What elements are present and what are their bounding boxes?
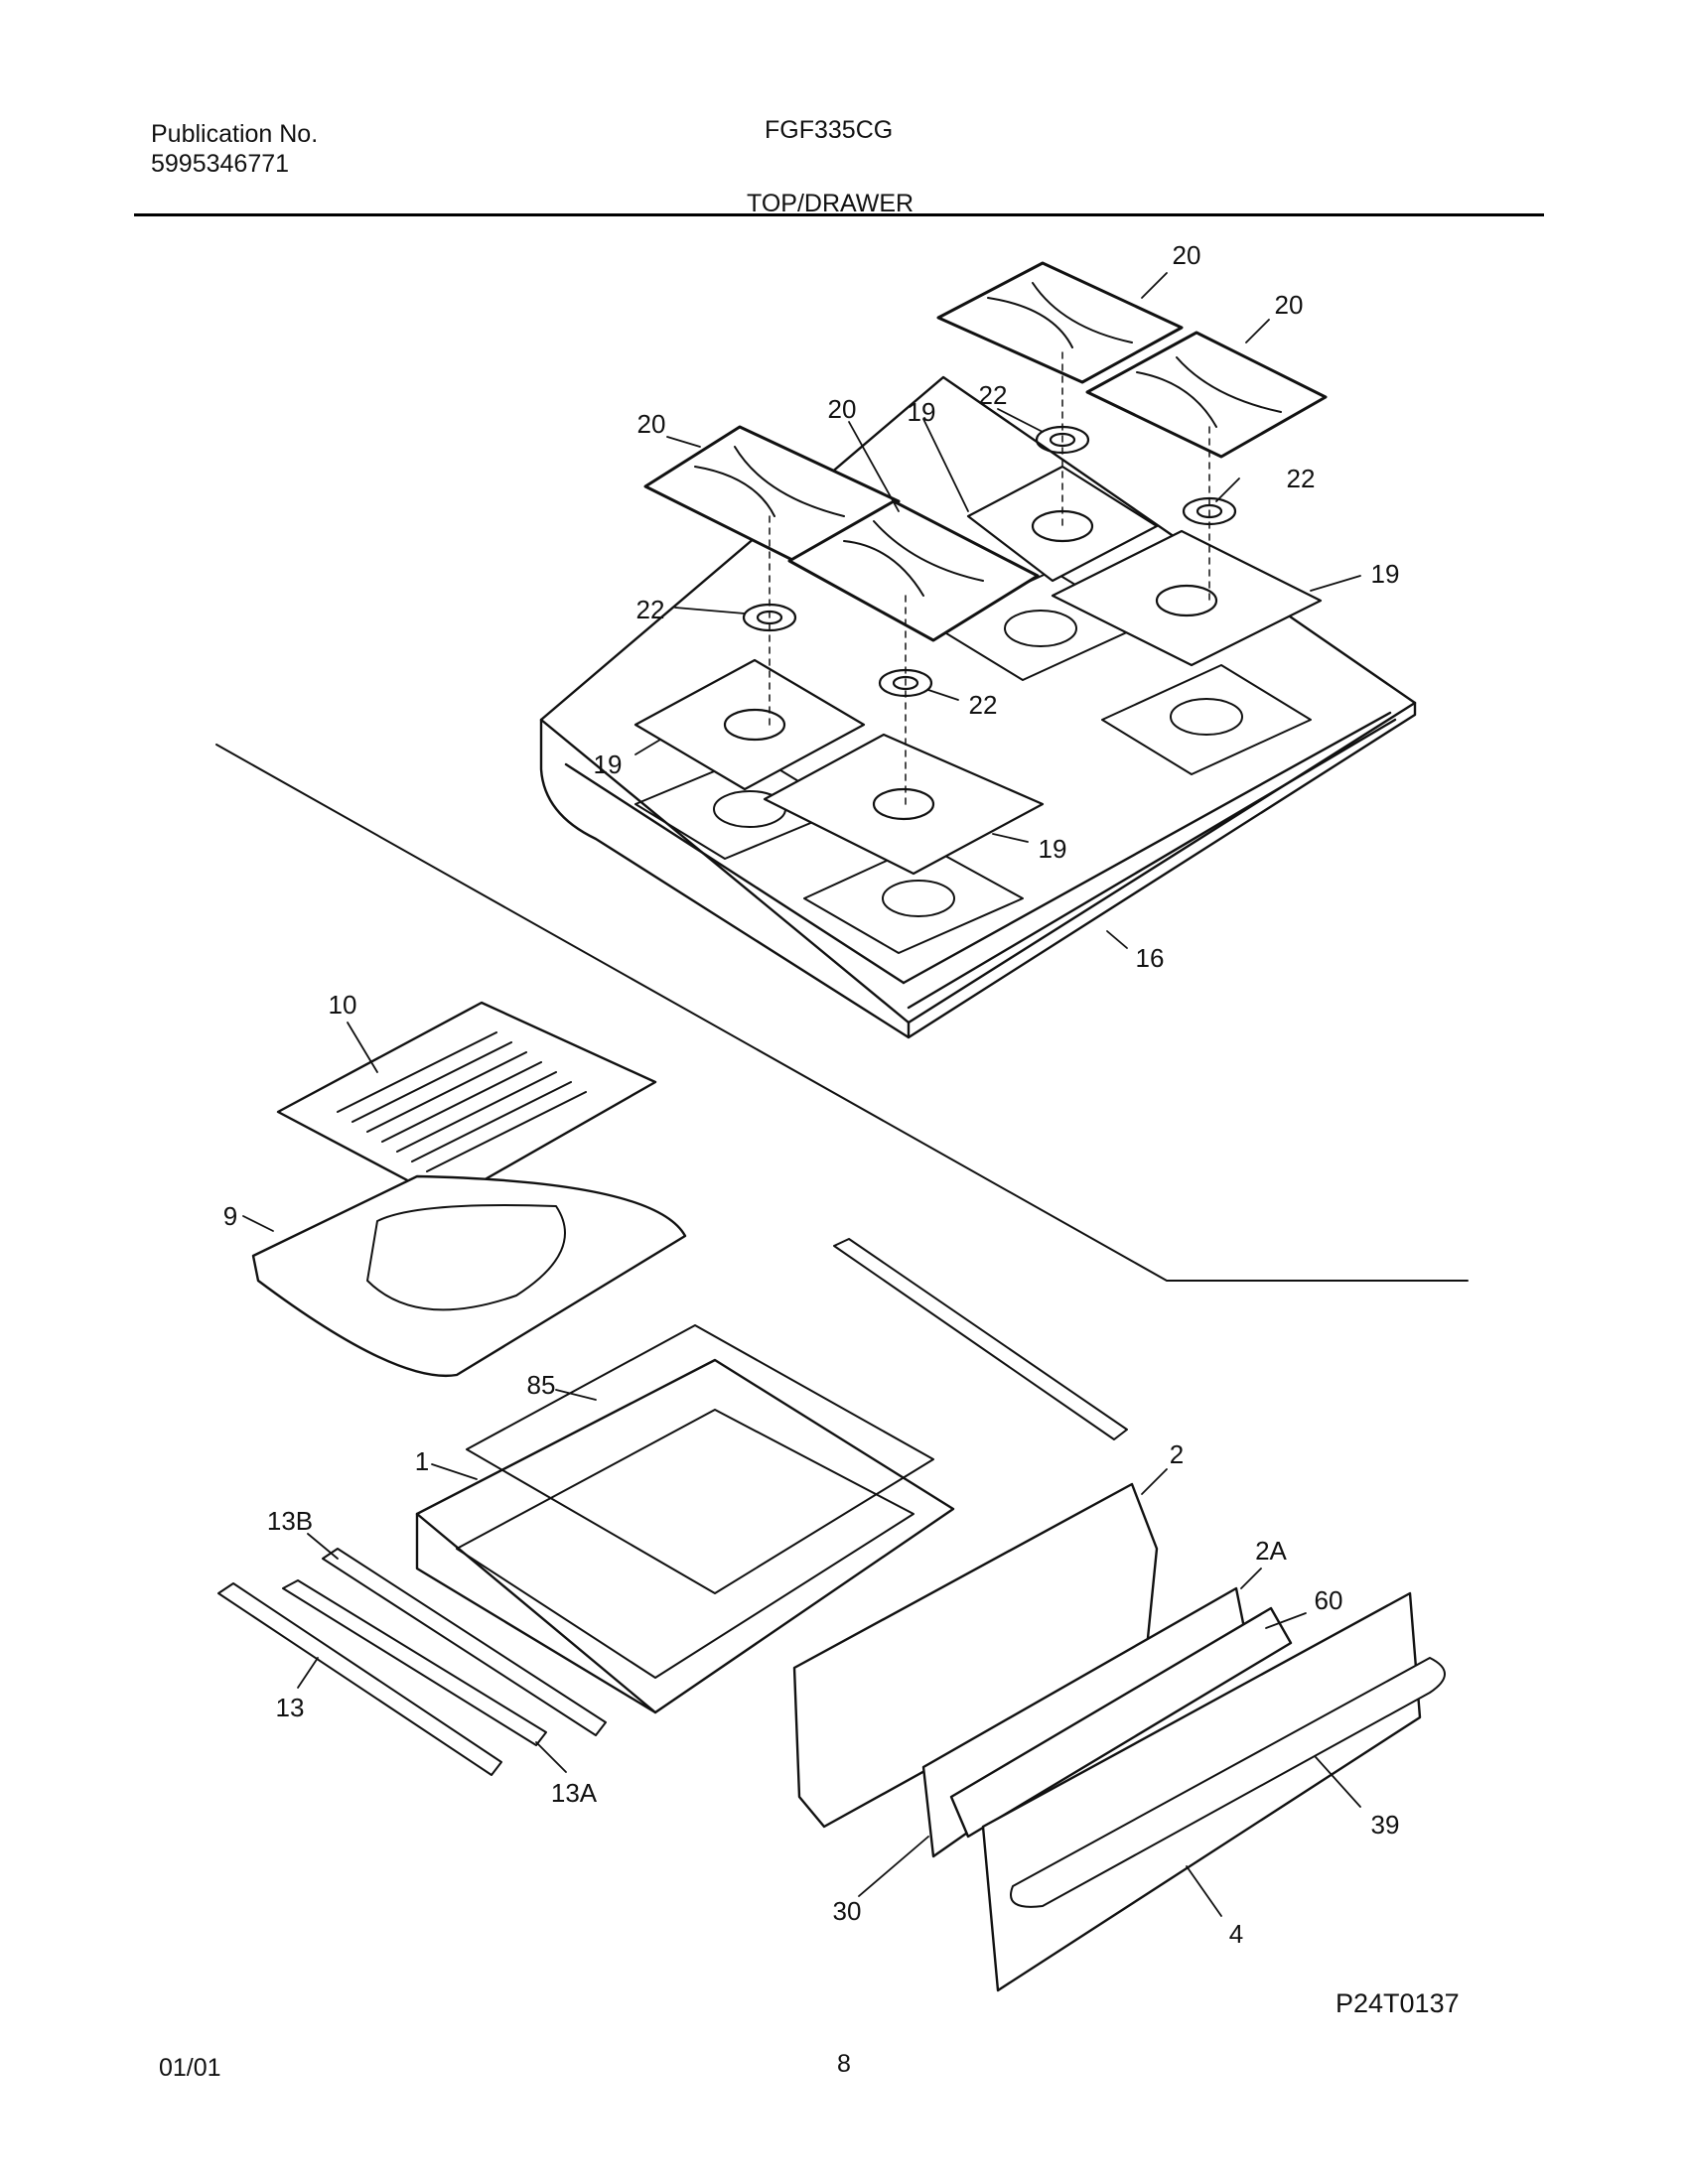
page-number: 8	[837, 2050, 851, 2078]
drawer-glides	[217, 1238, 1128, 1776]
publication-number: 5995346771	[151, 150, 290, 178]
callout-label: 19	[1038, 834, 1067, 864]
callout-label: 22	[968, 690, 998, 720]
burner-grates	[643, 261, 1328, 642]
callout-label: 22	[635, 595, 665, 624]
callout-label: 19	[907, 397, 936, 427]
callout-label: 22	[978, 380, 1008, 410]
model-number: FGF335CG	[765, 116, 894, 144]
section-divider-line	[215, 744, 1469, 1282]
broiler-pan-insert	[276, 1001, 657, 1203]
callout-label: 19	[1370, 559, 1400, 589]
header-rule	[134, 213, 1544, 216]
callout-label: 16	[1135, 943, 1165, 973]
callout-label: 22	[1286, 464, 1316, 493]
callout-label: 30	[832, 1896, 862, 1926]
callout-label: 2	[1169, 1439, 1185, 1469]
callout-label: 13B	[266, 1506, 314, 1536]
callout-label: 13	[275, 1693, 305, 1722]
section-title: TOP/DRAWER	[747, 190, 914, 217]
publication-label: Publication No.	[151, 120, 319, 148]
callout-label: 20	[1274, 290, 1304, 320]
drawer-rack	[466, 1324, 934, 1594]
callout-label: 60	[1314, 1585, 1343, 1615]
callout-label: 10	[328, 990, 357, 1020]
broiler-pan	[251, 1174, 687, 1378]
callout-label: 19	[593, 750, 623, 779]
footer-date: 01/01	[159, 2054, 221, 2082]
callout-label: 20	[1172, 240, 1201, 270]
callout-label: 13A	[550, 1778, 598, 1808]
callout-label: 2A	[1255, 1536, 1287, 1566]
callout-label: 39	[1370, 1810, 1400, 1840]
figure-id: P24T0137	[1336, 1988, 1460, 2018]
callout-label: 4	[1228, 1919, 1244, 1949]
callout-label: 9	[222, 1201, 238, 1231]
drawer-body	[415, 1358, 955, 1714]
burner-bowls	[633, 465, 1323, 876]
leader-lines	[242, 272, 1361, 1917]
drawer-front-parts	[921, 1586, 1446, 1992]
callout-label: 20	[827, 394, 857, 424]
callout-label: 20	[636, 409, 666, 439]
callout-label: 1	[414, 1446, 430, 1476]
callout-label: 85	[526, 1370, 556, 1400]
